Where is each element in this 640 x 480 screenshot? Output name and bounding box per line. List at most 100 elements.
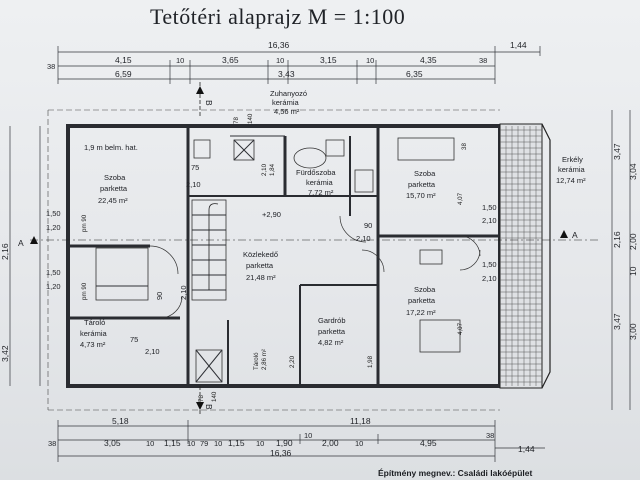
room-finish: kerámia bbox=[80, 329, 108, 338]
svg-text:1,50: 1,50 bbox=[46, 209, 61, 218]
svg-text:3,05: 3,05 bbox=[104, 438, 121, 448]
svg-text:10: 10 bbox=[214, 439, 222, 448]
room-finish: parketta bbox=[408, 296, 436, 305]
section-marker-b-top: B bbox=[196, 82, 214, 118]
room-area: 4,73 m² bbox=[80, 340, 106, 349]
svg-text:2,16: 2,16 bbox=[612, 231, 622, 248]
svg-text:10: 10 bbox=[256, 439, 264, 448]
room-name: Tároló bbox=[253, 352, 260, 370]
svg-text:1,90: 1,90 bbox=[276, 438, 293, 448]
door-label: 78 bbox=[198, 395, 205, 402]
dim-top-r2-6: 10 bbox=[366, 56, 374, 65]
door-label: 140 bbox=[211, 391, 218, 402]
dim-top-r2-0: 38 bbox=[47, 62, 55, 71]
staircase bbox=[191, 199, 227, 301]
svg-text:5,18: 5,18 bbox=[112, 416, 129, 426]
svg-text:3,47: 3,47 bbox=[612, 313, 622, 330]
svg-text:2,16: 2,16 bbox=[0, 243, 10, 260]
door-label: 2,10 bbox=[482, 216, 497, 225]
room-area: 7,72 m² bbox=[308, 188, 334, 197]
door-label: 4,07 bbox=[457, 192, 464, 205]
svg-text:11,18: 11,18 bbox=[350, 416, 371, 426]
room-name: Szoba bbox=[414, 169, 436, 178]
room-finish: parketta bbox=[246, 261, 274, 270]
dim-top-r2-1: 4,15 bbox=[115, 55, 132, 65]
svg-text:2,00: 2,00 bbox=[628, 233, 638, 250]
bottom-dimensions: 5,18 11,18 38 3,05 10 1,15 10 79 10 1,15… bbox=[48, 416, 545, 462]
svg-text:38: 38 bbox=[48, 439, 56, 448]
svg-text:1,15: 1,15 bbox=[164, 438, 181, 448]
room-name: Fürdőszoba bbox=[296, 168, 336, 177]
svg-text:10: 10 bbox=[304, 431, 312, 440]
door-label: pm 90 bbox=[81, 214, 88, 232]
balcony bbox=[499, 123, 551, 389]
room-area: 12,74 m² bbox=[556, 176, 586, 185]
room-finish: parketta bbox=[318, 327, 346, 336]
room-name: Közlekedő bbox=[243, 250, 278, 259]
svg-text:1,20: 1,20 bbox=[46, 282, 61, 291]
room-area: 4,56 m² bbox=[274, 107, 300, 116]
door-label: 1,50 bbox=[482, 260, 497, 269]
dim-balcony-top: 1,44 bbox=[510, 40, 527, 50]
svg-text:3,47: 3,47 bbox=[612, 143, 622, 160]
svg-text:79: 79 bbox=[200, 439, 208, 448]
door-label: 1,98 bbox=[367, 355, 374, 368]
svg-text:10: 10 bbox=[355, 439, 363, 448]
room-name: Tároló bbox=[84, 318, 105, 327]
dim-top-r2-7: 4,35 bbox=[420, 55, 437, 65]
svg-text:3,04: 3,04 bbox=[628, 163, 638, 180]
dim-top-r3-0: 6,59 bbox=[115, 69, 132, 79]
right-dimensions: 3,47 3,04 2,16 2,00 10 3,47 3,00 bbox=[611, 110, 638, 410]
svg-text:2,00: 2,00 bbox=[322, 438, 339, 448]
svg-text:1,50: 1,50 bbox=[46, 268, 61, 277]
left-dimensions: 3,42 2,16 1,50 1,20 1,50 1,20 bbox=[0, 126, 61, 386]
svg-text:38: 38 bbox=[486, 431, 494, 440]
door-label: 2,20 bbox=[289, 355, 296, 368]
drawing-title: Tetőtéri alaprajz M = 1:100 bbox=[150, 4, 406, 29]
door-label: 1,50 bbox=[482, 203, 497, 212]
door-swings bbox=[149, 215, 481, 319]
dim-top-r3-2: 6,35 bbox=[406, 69, 423, 79]
door-label: 1,84 bbox=[269, 163, 276, 176]
bathroom-fixtures bbox=[193, 139, 374, 383]
room-finish: kerámia bbox=[306, 178, 334, 187]
outer-walls bbox=[47, 109, 502, 411]
section-marker-a: A A bbox=[18, 230, 600, 248]
room-area: 17,22 m² bbox=[406, 308, 436, 317]
svg-text:10: 10 bbox=[146, 439, 154, 448]
dim-top-r3-1: 3,43 bbox=[278, 69, 295, 79]
room-area: 21,48 m² bbox=[246, 273, 276, 282]
room-name: Gardrób bbox=[318, 316, 346, 325]
room-area: 22,45 m² bbox=[98, 196, 128, 205]
door-label: 2,10 bbox=[186, 180, 201, 189]
svg-text:3,42: 3,42 bbox=[0, 345, 10, 362]
door-label: 90 bbox=[364, 221, 372, 230]
interior-walls bbox=[68, 128, 500, 386]
door-label: 75 bbox=[130, 335, 138, 344]
svg-text:A: A bbox=[18, 238, 24, 248]
door-label: 2,10 bbox=[145, 347, 160, 356]
door-label: 75 bbox=[191, 163, 199, 172]
svg-text:16,36: 16,36 bbox=[270, 448, 292, 458]
door-label: 2,10 bbox=[356, 234, 371, 243]
door-label: 38 bbox=[461, 143, 468, 150]
dim-top-r2-4: 10 bbox=[276, 56, 284, 65]
svg-text:A: A bbox=[572, 230, 578, 240]
svg-text:10: 10 bbox=[628, 266, 638, 276]
dim-total-top: 16,36 bbox=[268, 40, 290, 50]
dim-top-r2-2: 10 bbox=[176, 56, 184, 65]
svg-text:B: B bbox=[204, 404, 214, 410]
door-label: 2,10 bbox=[179, 285, 188, 300]
svg-text:B: B bbox=[204, 100, 214, 106]
room-area: 15,70 m² bbox=[406, 191, 436, 200]
svg-text:1,44: 1,44 bbox=[518, 444, 535, 454]
top-dimensions: 16,36 1,44 38 4,15 10 3,65 10 3,15 10 4,… bbox=[47, 40, 541, 84]
dim-top-r2-5: 3,15 bbox=[320, 55, 337, 65]
room-finish: parketta bbox=[100, 184, 128, 193]
room-name: Szoba bbox=[414, 285, 436, 294]
door-label: 78 bbox=[233, 117, 240, 124]
svg-text:10: 10 bbox=[187, 439, 195, 448]
door-label: 2,10 bbox=[482, 274, 497, 283]
